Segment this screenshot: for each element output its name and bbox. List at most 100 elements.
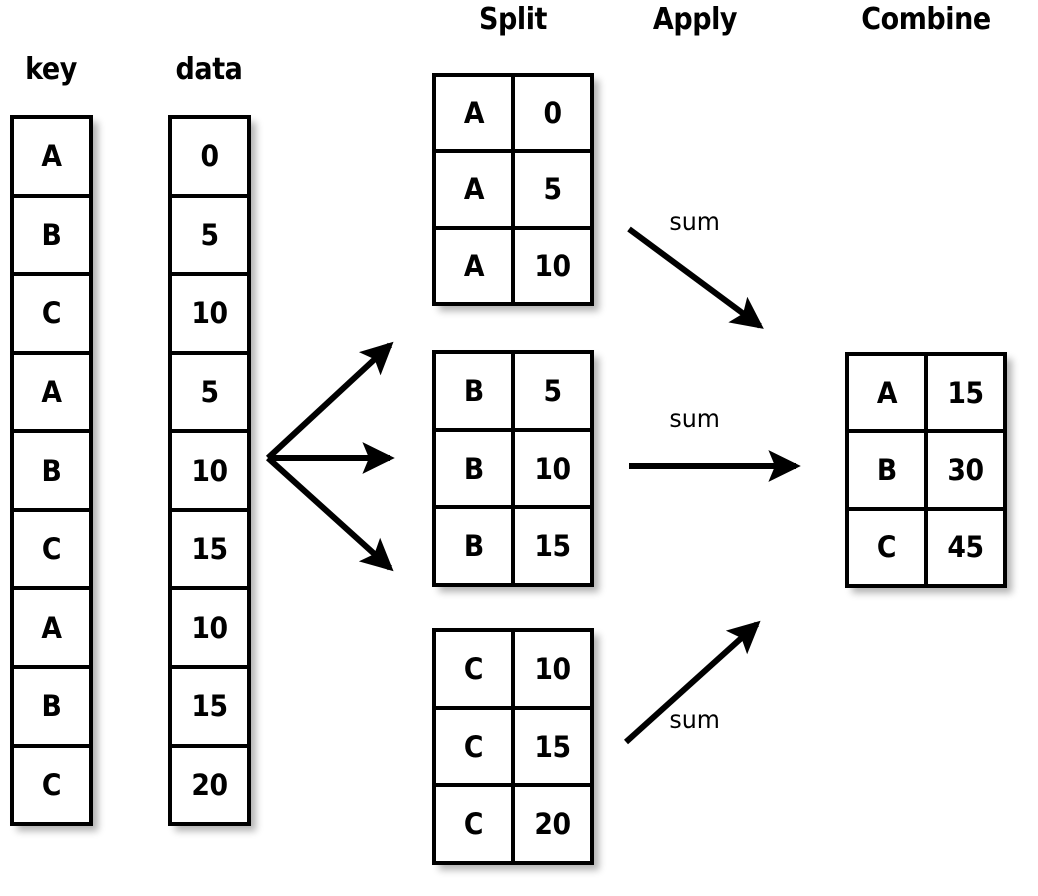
split-table-b: B 5 B 10 B 15 xyxy=(432,350,594,587)
table-row: C 10 xyxy=(436,632,590,710)
combine-value: 15 xyxy=(947,375,984,410)
combine-key: A xyxy=(849,356,928,430)
data-cell-value: 10 xyxy=(191,453,228,488)
split-a-value: 10 xyxy=(534,248,571,283)
table-row: B 15 xyxy=(436,509,590,584)
table-row: 0 xyxy=(172,119,247,198)
table-row: C xyxy=(14,276,89,355)
data-cell-value: 20 xyxy=(191,767,228,802)
split-c-key: C xyxy=(436,632,515,706)
data-cell-value: 15 xyxy=(191,689,228,724)
split-fanout-arrows xyxy=(265,341,395,572)
table-row: A 10 xyxy=(436,229,590,302)
split-b-value: 10 xyxy=(534,451,571,486)
split-b-key: B xyxy=(436,509,515,584)
table-row: B xyxy=(14,433,89,512)
combine-key-text: C xyxy=(876,530,897,565)
split-c-key-text: C xyxy=(463,651,484,686)
split-arrow-up xyxy=(265,341,394,461)
key-cell-value: B xyxy=(41,689,62,724)
data-cell-value: 0 xyxy=(200,139,219,174)
combine-key-text: B xyxy=(876,452,897,487)
table-row: 15 xyxy=(172,669,247,748)
combine-table: A 15 B 30 C 45 xyxy=(845,352,1007,588)
split-a-key-text: A xyxy=(463,248,484,283)
split-a-key: A xyxy=(436,77,515,150)
split-c-key: C xyxy=(436,787,515,862)
table-row: B 30 xyxy=(849,433,1003,511)
combine-key: B xyxy=(849,433,928,507)
table-row: C 45 xyxy=(849,510,1003,584)
key-cell-value: C xyxy=(41,532,62,567)
key-cell-value: C xyxy=(41,767,62,802)
key-cell-value: C xyxy=(41,296,62,331)
combine-value: 30 xyxy=(947,452,984,487)
data-column-table: 0 5 10 5 10 15 10 15 20 xyxy=(168,115,251,826)
split-b-key-text: B xyxy=(463,451,484,486)
data-cell-value: 15 xyxy=(191,532,228,567)
table-row: A xyxy=(14,355,89,434)
split-b-key: B xyxy=(436,354,515,428)
split-c-value: 15 xyxy=(534,729,571,764)
table-row: 10 xyxy=(172,433,247,512)
table-row: B 5 xyxy=(436,354,590,432)
key-cell-value: A xyxy=(41,139,62,174)
column-header-key: key xyxy=(25,52,77,87)
split-c-value: 20 xyxy=(534,807,571,842)
table-row: A 15 xyxy=(849,356,1003,434)
split-c-key: C xyxy=(436,709,515,784)
table-row: 10 xyxy=(172,276,247,355)
table-row: C xyxy=(14,512,89,591)
table-row: 20 xyxy=(172,748,247,823)
stage-header-apply: Apply xyxy=(652,2,738,37)
table-row: 15 xyxy=(172,512,247,591)
table-row: A xyxy=(14,119,89,198)
split-table-a: A 0 A 5 A 10 xyxy=(432,73,594,306)
key-cell-value: B xyxy=(41,453,62,488)
split-table-c: C 10 C 15 C 20 xyxy=(432,628,594,865)
table-row: 5 xyxy=(172,355,247,434)
stage-header-split: Split xyxy=(479,2,547,37)
table-row: B xyxy=(14,669,89,748)
split-b-key-text: B xyxy=(463,529,484,564)
split-a-key: A xyxy=(436,229,515,302)
split-b-key-text: B xyxy=(463,373,484,408)
split-arrow-down xyxy=(265,455,394,572)
combine-key: C xyxy=(849,510,928,584)
table-row: C xyxy=(14,748,89,823)
sum-label-middle: sum xyxy=(669,404,720,433)
table-row: A 5 xyxy=(436,153,590,230)
table-row: C 15 xyxy=(436,709,590,788)
sum-arrow-top xyxy=(627,226,764,329)
key-cell-value: A xyxy=(41,374,62,409)
split-a-key-text: A xyxy=(463,172,484,207)
combine-value: 45 xyxy=(947,530,984,565)
data-cell-value: 5 xyxy=(200,217,219,252)
table-row: 5 xyxy=(172,198,247,277)
split-c-key-text: C xyxy=(463,807,484,842)
split-b-value: 15 xyxy=(534,529,571,564)
split-b-value: 5 xyxy=(543,373,562,408)
table-row: C 20 xyxy=(436,787,590,862)
key-column-table: A B C A B C A B C xyxy=(10,115,93,826)
split-a-key: A xyxy=(436,153,515,226)
split-a-value: 5 xyxy=(543,172,562,207)
table-row: 10 xyxy=(172,590,247,669)
key-cell-value: A xyxy=(41,610,62,645)
stage-header-combine: Combine xyxy=(861,2,991,37)
table-row: A xyxy=(14,590,89,669)
apply-sum-arrows xyxy=(623,226,801,745)
key-cell-value: B xyxy=(41,217,62,252)
sum-label-top: sum xyxy=(669,207,720,236)
table-row: B 10 xyxy=(436,431,590,510)
data-cell-value: 10 xyxy=(191,610,228,645)
split-a-key-text: A xyxy=(463,96,484,131)
split-b-key: B xyxy=(436,431,515,506)
table-row: B xyxy=(14,198,89,277)
column-header-data: data xyxy=(175,52,243,87)
data-cell-value: 10 xyxy=(191,296,228,331)
table-row: A 0 xyxy=(436,77,590,154)
data-cell-value: 5 xyxy=(200,374,219,409)
combine-key-text: A xyxy=(876,375,897,410)
